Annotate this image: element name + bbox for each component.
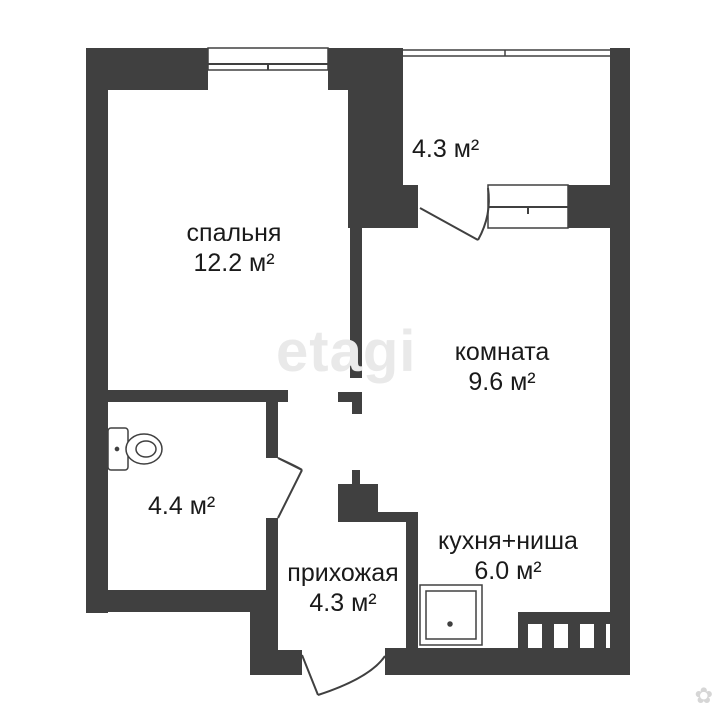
counter-rib-2 [542,624,554,652]
room-hallway: прихожая 4.3 м² [278,558,408,618]
window-living [487,184,569,229]
room-kitchen: кухня+ниша 6.0 м² [428,526,588,586]
wall-top-left [86,48,208,90]
wall-bath-right-upper [266,402,278,458]
wall-bath-right-lower [266,518,278,610]
wall-bedroom-bottom [108,390,288,402]
windows [207,47,610,229]
room-kitchen-name: кухня+ниша [438,527,578,555]
door-bathroom [277,457,303,519]
wall-right [610,185,630,675]
wall-balcony-right [610,48,630,198]
toilet-icon [107,427,163,471]
wall-bottom-hall-left [250,650,302,675]
room-balcony-area: 4.3 м² [412,135,480,163]
wall-center-step [362,185,418,228]
wall-counter-base [518,612,610,624]
room-kitchen-area: 6.0 м² [474,557,542,585]
wall-niche-ext [338,512,418,522]
door-balcony [419,187,490,241]
room-hallway-area: 4.3 м² [309,589,377,617]
counter-rib-4 [594,624,606,652]
room-hallway-name: прихожая [287,559,399,587]
door-entrance [301,654,386,696]
etagi-logo-icon: ✿ [694,683,713,708]
room-balcony: 4.3 м² [412,134,479,164]
room-living-area: 9.6 м² [468,368,536,396]
walls [86,48,630,675]
doors [277,187,490,696]
wall-bottom-left [86,590,278,612]
wall-niche-top [352,470,360,484]
window-balcony [403,49,610,57]
wall-center-thin [350,228,362,378]
room-living-name: комната [454,338,550,366]
wall-center-stub [338,392,362,402]
watermark: etagi [276,319,417,384]
wall-left [86,48,108,613]
room-bedroom-area: 12.2 м² [193,249,275,277]
wall-kitchen-hall [406,512,418,655]
room-living: комната 9.6 м² [446,337,558,397]
counter-rib-3 [568,624,580,652]
window-bedroom [207,47,329,71]
wall-bottom-right [385,648,630,675]
room-bedroom: спальня 12.2 м² [178,218,290,278]
shower-tray-icon [419,584,483,646]
room-bathroom-area: 4.4 м² [148,492,216,520]
room-bedroom-name: спальня [186,219,282,247]
room-bathroom: 4.4 м² [148,491,215,521]
wall-center-stub-2 [352,402,362,414]
counter-rib-1 [518,612,528,652]
